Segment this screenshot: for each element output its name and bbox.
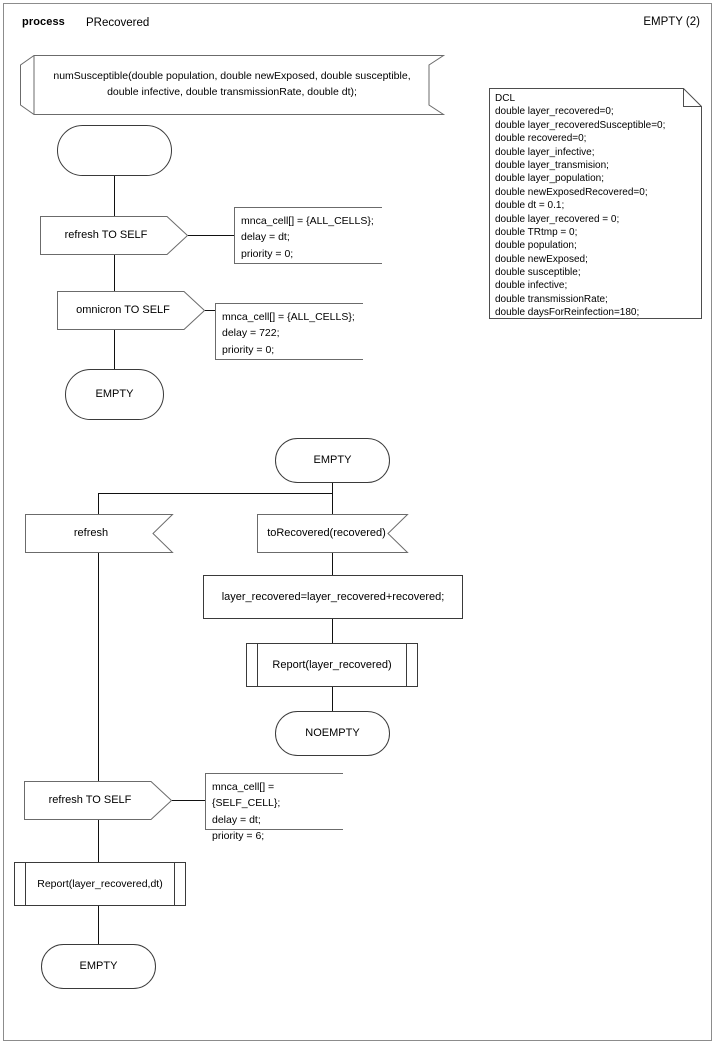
connector-line	[332, 553, 333, 575]
connector-line	[114, 330, 115, 369]
branch-line	[98, 493, 99, 514]
dcl-text: DCL double layer_recovered=0; double lay…	[495, 93, 666, 319]
connector-line	[332, 483, 333, 514]
call-report-1[interactable]: Report(layer_recovered)	[246, 643, 418, 687]
connector-line	[114, 255, 115, 291]
connector-line	[332, 619, 333, 643]
task-layer-recovered[interactable]: layer_recovered=layer_recovered+recovere…	[203, 575, 463, 619]
connector-line	[98, 906, 99, 944]
comment-refresh-2: mnca_cell[] = {SELF_CELL}; delay = dt; p…	[205, 773, 343, 842]
output-omnicron-to-self[interactable]: omnicron TO SELF	[57, 291, 206, 330]
state-empty-2[interactable]: EMPTY	[275, 438, 390, 483]
connector-line	[332, 687, 333, 711]
process-keyword: process	[22, 16, 65, 28]
process-name: PRecovered	[86, 17, 150, 29]
comment-connector-line	[205, 310, 215, 311]
state-noempty[interactable]: NOEMPTY	[275, 711, 390, 756]
comment-omnicron: mnca_cell[] = {ALL_CELLS}; delay = 722; …	[215, 303, 363, 360]
state-start-symbol[interactable]	[57, 125, 172, 176]
branch-line	[98, 493, 333, 494]
comment-refresh-1: mnca_cell[] = {ALL_CELLS}; delay = dt; p…	[234, 207, 382, 264]
connector-line	[98, 553, 99, 781]
call-report-2[interactable]: Report(layer_recovered,dt)	[14, 862, 186, 906]
dcl-note: DCL double layer_recovered=0; double lay…	[489, 88, 702, 319]
output-refresh-to-self-1[interactable]: refresh TO SELF	[40, 216, 189, 255]
comment-connector-line	[172, 800, 205, 801]
state-empty-3[interactable]: EMPTY	[41, 944, 156, 989]
connector-line	[114, 176, 115, 216]
input-refresh[interactable]: refresh	[25, 514, 174, 553]
page-label: EMPTY (2)	[643, 16, 700, 28]
state-empty-1[interactable]: EMPTY	[65, 369, 164, 420]
procedure-signature-symbol: numSusceptible(double population, double…	[20, 55, 446, 115]
connector-line	[98, 820, 99, 862]
input-torecovered[interactable]: toRecovered(recovered)	[257, 514, 409, 553]
output-refresh-to-self-2[interactable]: refresh TO SELF	[24, 781, 173, 820]
comment-connector-line	[188, 235, 234, 236]
